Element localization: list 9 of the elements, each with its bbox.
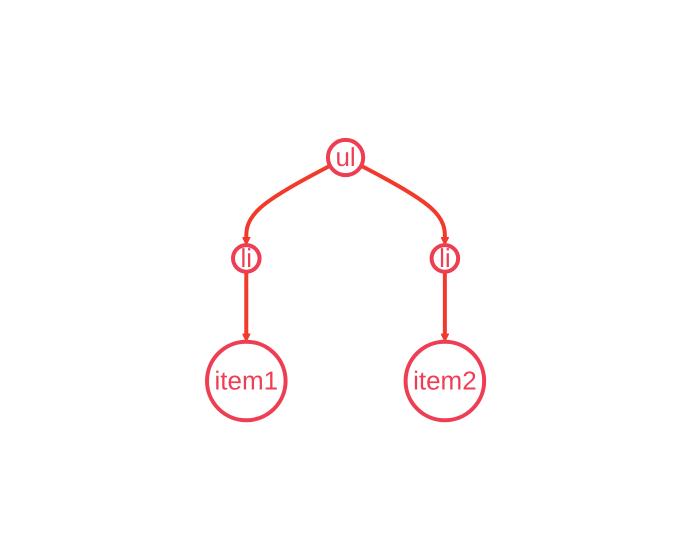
node-circle: ul xyxy=(326,138,366,177)
arrow xyxy=(242,272,252,342)
node-circle: item1 xyxy=(205,340,288,422)
arrow xyxy=(242,164,332,246)
node-circle: li xyxy=(231,242,262,274)
node-circle: li xyxy=(430,242,461,274)
node-circle: item2 xyxy=(404,340,487,422)
arrow xyxy=(360,164,450,246)
arrow xyxy=(440,272,450,342)
